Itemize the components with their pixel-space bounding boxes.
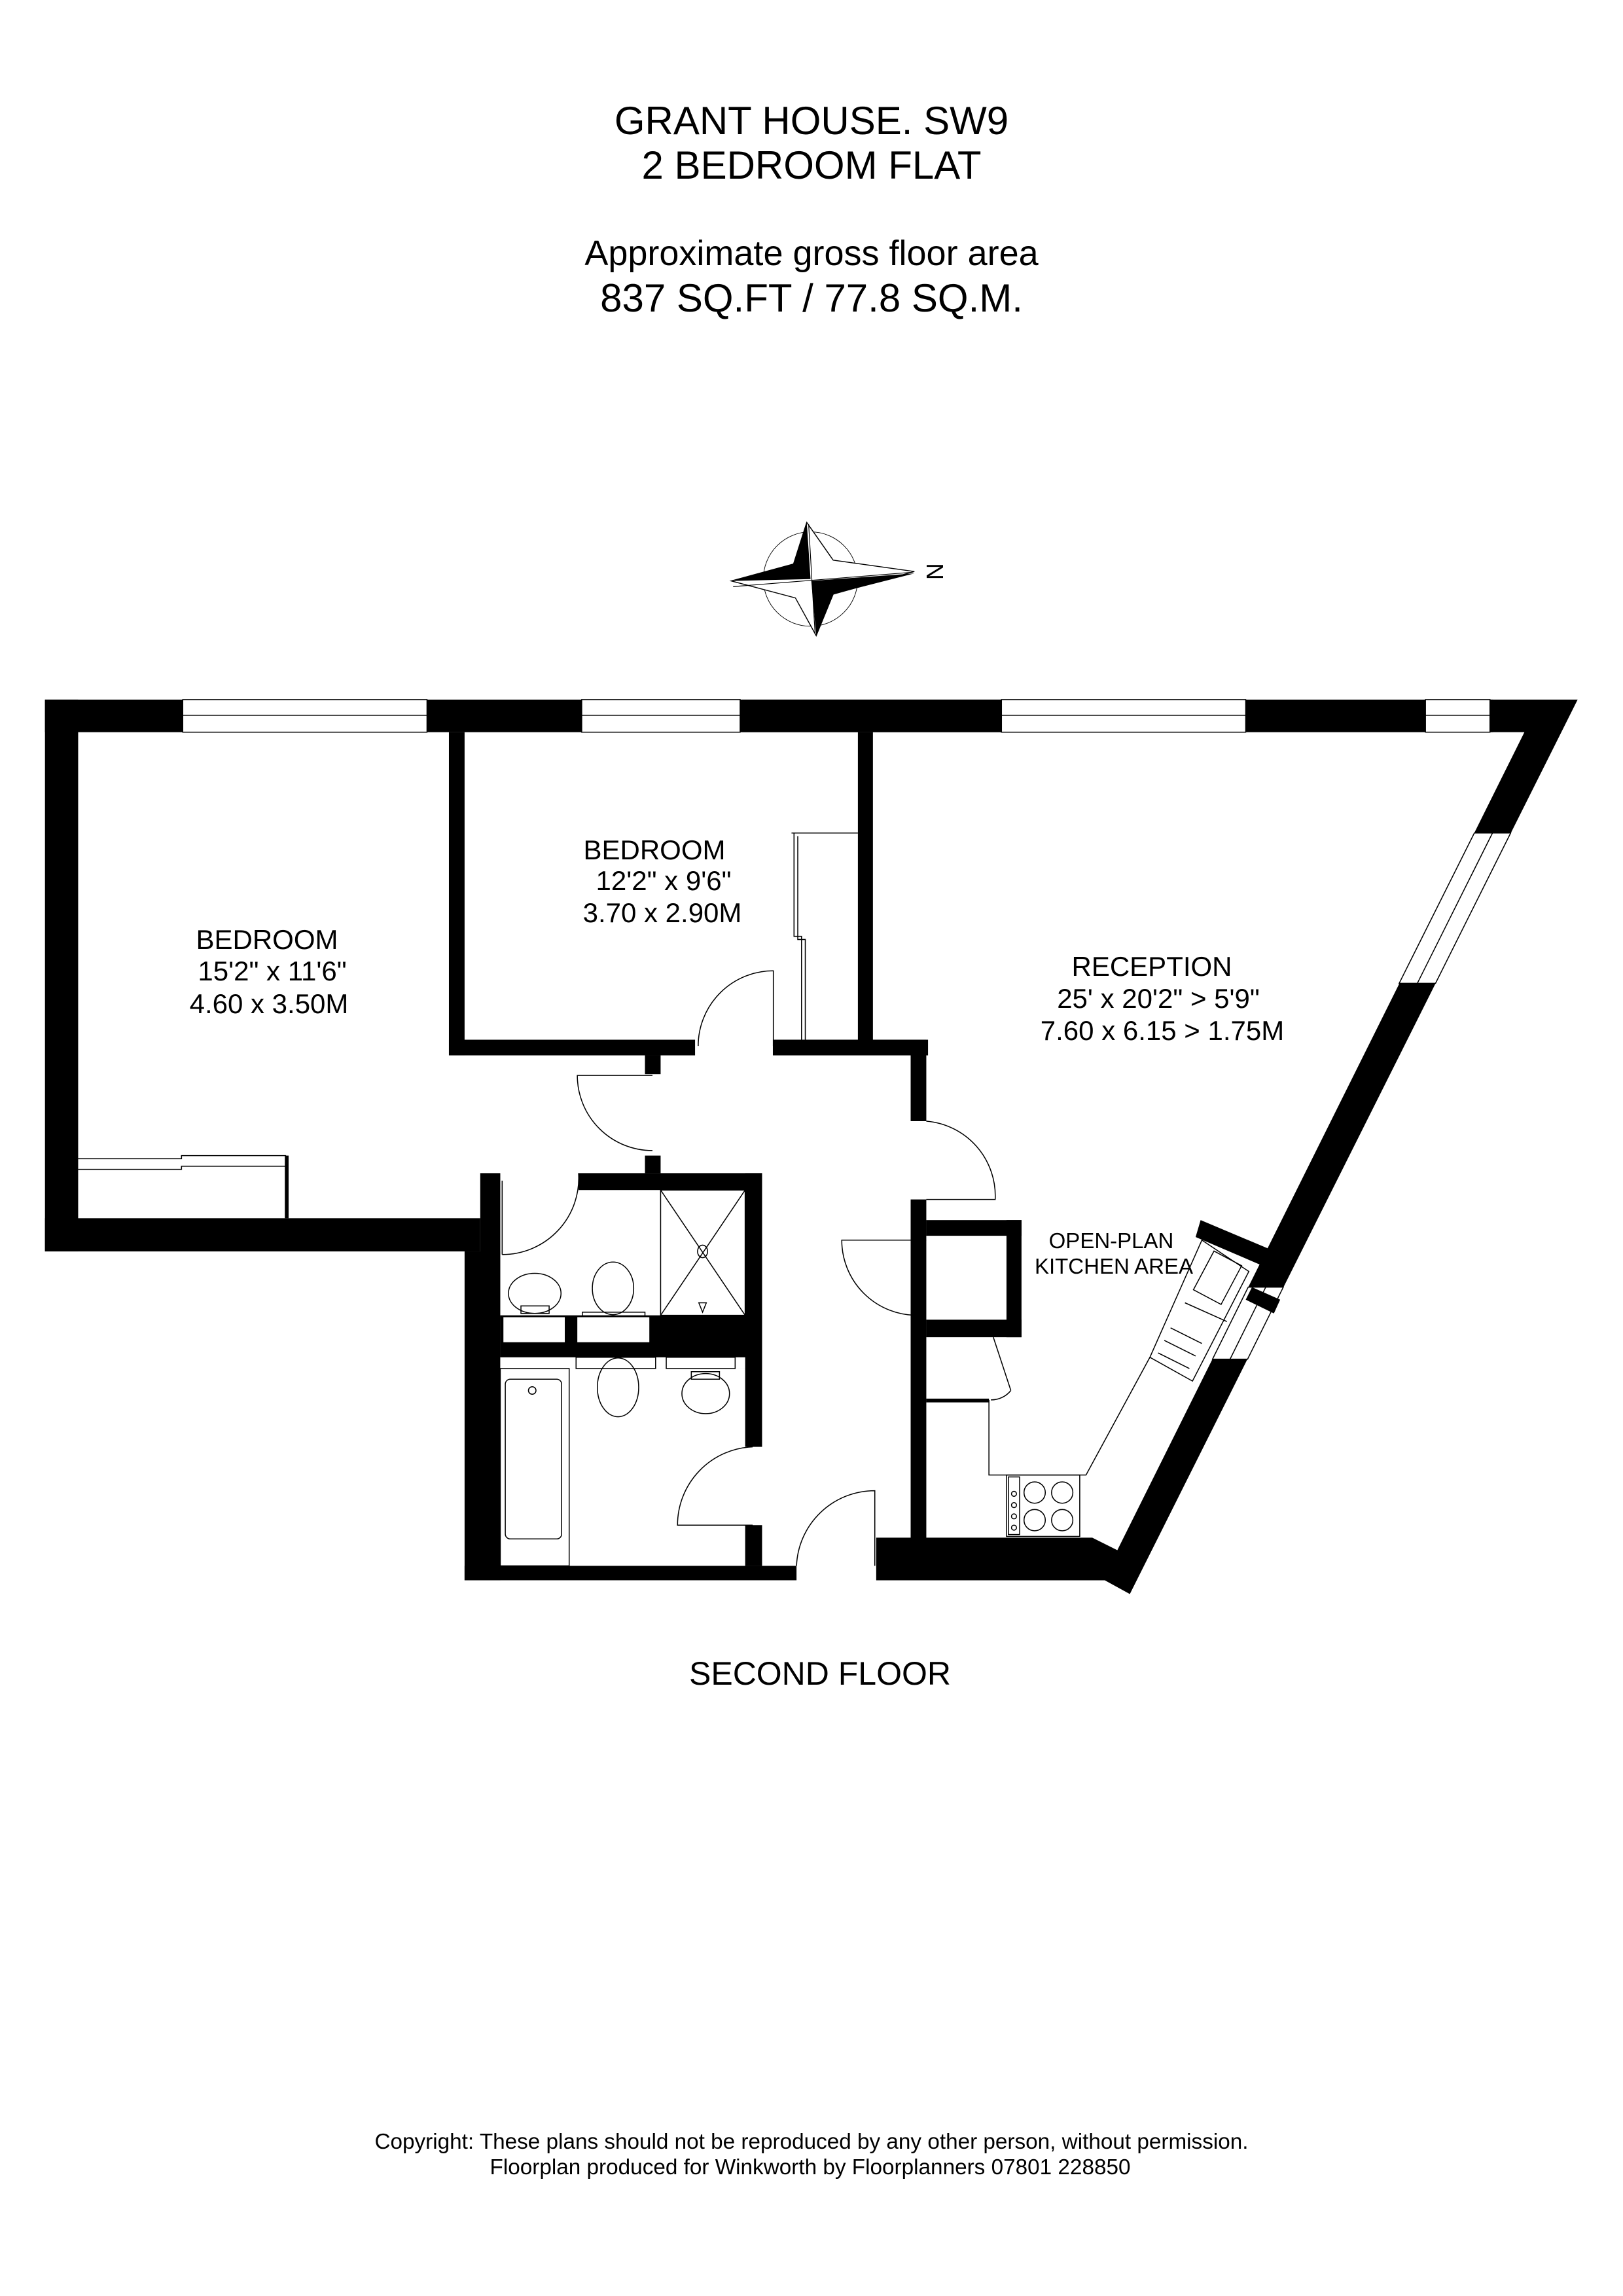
room-size-imperial: 12'2" x 9'6" [596,865,732,896]
toilet-1 [582,1261,646,1317]
floorplan-left [45,699,1010,1581]
room-name: BEDROOM [196,924,338,955]
header: GRANT HOUSE. SW9 2 BEDROOM FLAT Approxim… [584,99,1039,320]
window-reception-top-small [1425,699,1491,733]
wall-bathroom-left [464,1251,501,1581]
room-name: RECEPTION [1071,951,1232,982]
kitchen-sink [1149,1239,1250,1382]
door-bedroom2[interactable] [698,970,774,1047]
exterior-wall-bottom-left [464,1566,797,1581]
window-reception-top [1001,699,1247,733]
door-shower-room[interactable] [501,1173,580,1255]
copyright-notice: Copyright: These plans should not be rep… [375,2129,1249,2153]
door-reception[interactable] [926,1121,996,1200]
window-bedroom1 [182,699,428,733]
door-storage[interactable] [990,1336,1012,1401]
property-title: GRANT HOUSE. SW9 [615,99,1008,143]
kitchen-hob [1006,1474,1080,1537]
exterior-wall-bedroom1-bottom [45,1218,480,1252]
footer: Copyright: These plans should not be rep… [375,2129,1249,2179]
wall-bedroom2-right [857,732,873,1046]
window-reception-diagonal [1398,832,1512,984]
area-value: 837 SQ.FT / 77.8 SQ.M. [600,276,1023,320]
door-entrance[interactable] [796,1490,876,1566]
kitchen-counter [988,1357,1150,1476]
room-reception: RECEPTION 25' x 20'2" > 5'9" 7.60 x 6.15… [1041,951,1284,1046]
kitchen-label-line2: KITCHEN AREA [1035,1254,1193,1278]
wall-bedroom2-bottom [448,1039,696,1056]
wardrobe-bedroom2 [791,832,858,1040]
property-type: 2 BEDROOM FLAT [642,143,982,187]
compass-north-label: N [921,563,948,580]
room-size-metric: 3.70 x 2.90M [583,897,742,928]
window-bedroom2 [581,699,741,733]
door-bedroom1[interactable] [577,1075,653,1151]
area-caption: Approximate gross floor area [584,234,1039,273]
room-labels: BEDROOM 15'2" x 11'6" 4.60 x 3.50M BEDRO… [190,834,1285,1278]
exterior-wall-diagonal [876,699,1578,1594]
room-bedroom-1: BEDROOM 15'2" x 11'6" 4.60 x 3.50M [190,924,349,1019]
floorplan-credit: Floorplan produced for Winkworth by Floo… [490,2155,1131,2179]
shower-tray [660,1189,746,1316]
room-kitchen: OPEN-PLAN KITCHEN AREA [1035,1229,1193,1278]
door-bathroom[interactable] [677,1446,753,1526]
floor-label: SECOND FLOOR [689,1655,951,1692]
room-size-imperial: 25' x 20'2" > 5'9" [1057,983,1260,1014]
washbasin-2 [681,1371,730,1414]
wall-hall-right [910,1039,927,1121]
washbasin-1 [508,1272,562,1314]
room-name: BEDROOM [583,834,725,865]
door-cupboard[interactable] [841,1240,927,1316]
compass-icon: N [729,521,948,637]
room-bedroom-2: BEDROOM 12'2" x 9'6" 3.70 x 2.90M [583,834,742,928]
room-size-imperial: 15'2" x 11'6" [198,956,346,986]
exterior-wall-left [45,699,79,1252]
floorplan-right [741,699,1578,1594]
wardrobe-bedroom1 [78,1155,289,1219]
room-size-metric: 4.60 x 3.50M [190,988,349,1019]
room-size-metric: 7.60 x 6.15 > 1.75M [1041,1015,1284,1046]
toilet-2 [597,1357,639,1418]
wall-shower-room-top [579,1173,762,1191]
wall-bedroom2-left [448,732,465,1056]
bathtub [499,1368,570,1567]
kitchen-label-line1: OPEN-PLAN [1049,1229,1174,1253]
